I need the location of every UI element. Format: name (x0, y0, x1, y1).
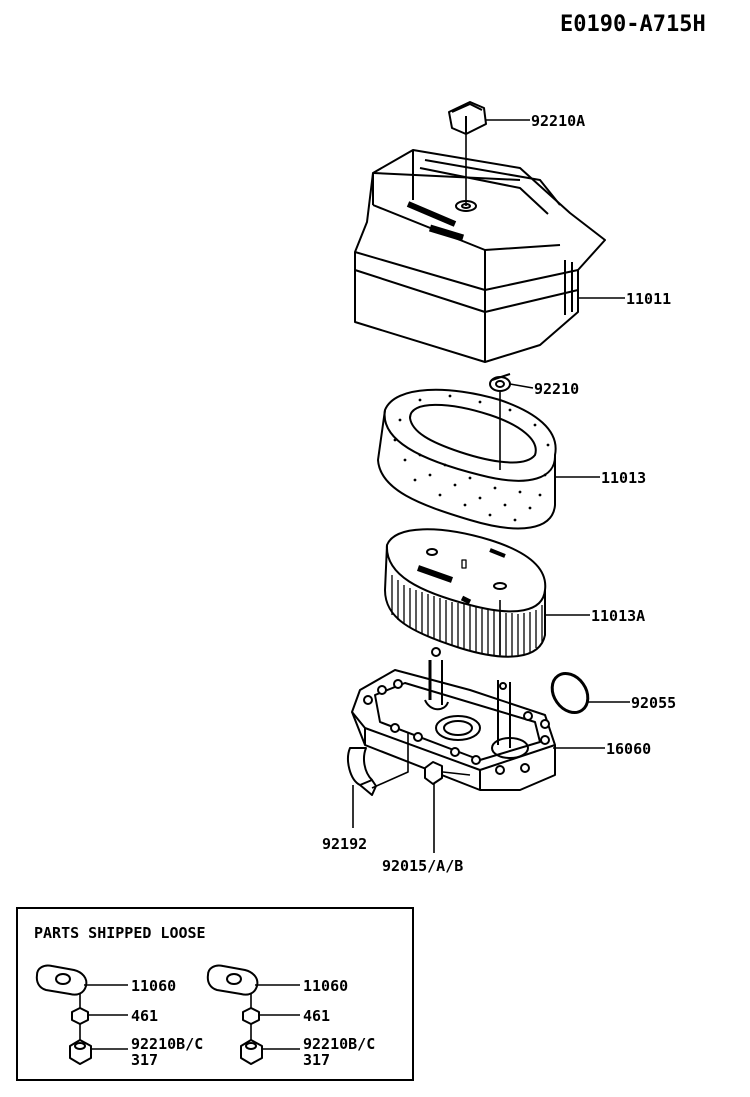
label-11013A: 11013A (591, 607, 646, 625)
label-92210: 92210 (534, 380, 580, 398)
parts-shipped-loose-box (16, 907, 414, 1081)
base-16060 (351, 647, 556, 791)
precleaner-11013 (377, 388, 557, 530)
loose-parts-left (35, 964, 128, 1065)
loose-left-gasket-label: 11060 (131, 977, 177, 995)
loose-left-nut2-label-a: 92210B/C (131, 1035, 204, 1053)
element-11013A (384, 528, 547, 658)
clip-92210 (489, 373, 511, 392)
loose-left-nut2-label-b: 317 (131, 1051, 159, 1069)
loose-right-nut2-label-b: 317 (303, 1051, 331, 1069)
label-11013: 11013 (601, 469, 647, 487)
cover-11011 (354, 149, 606, 363)
loose-parts-right (206, 964, 300, 1065)
o-ring-92055 (550, 672, 590, 714)
label-92015: 92015/A/B (382, 857, 464, 875)
tube-92192 (347, 747, 377, 796)
diagram-code: E0190-A715H (560, 12, 706, 37)
label-16060: 16060 (606, 740, 652, 758)
label-92210A: 92210A (531, 112, 586, 130)
knob-92210A (448, 101, 487, 135)
nut-92015 (424, 761, 443, 785)
label-92055: 92055 (631, 694, 677, 712)
loose-right-nut2-label-a: 92210B/C (303, 1035, 376, 1053)
label-92192: 92192 (322, 835, 368, 853)
loose-right-nut-label: 461 (303, 1007, 331, 1025)
loose-left-nut-label: 461 (131, 1007, 159, 1025)
loose-right-gasket-label: 11060 (303, 977, 349, 995)
leader-lines (352, 119, 630, 853)
label-11011: 11011 (626, 290, 672, 308)
loose-box-title: PARTS SHIPPED LOOSE (34, 924, 206, 942)
